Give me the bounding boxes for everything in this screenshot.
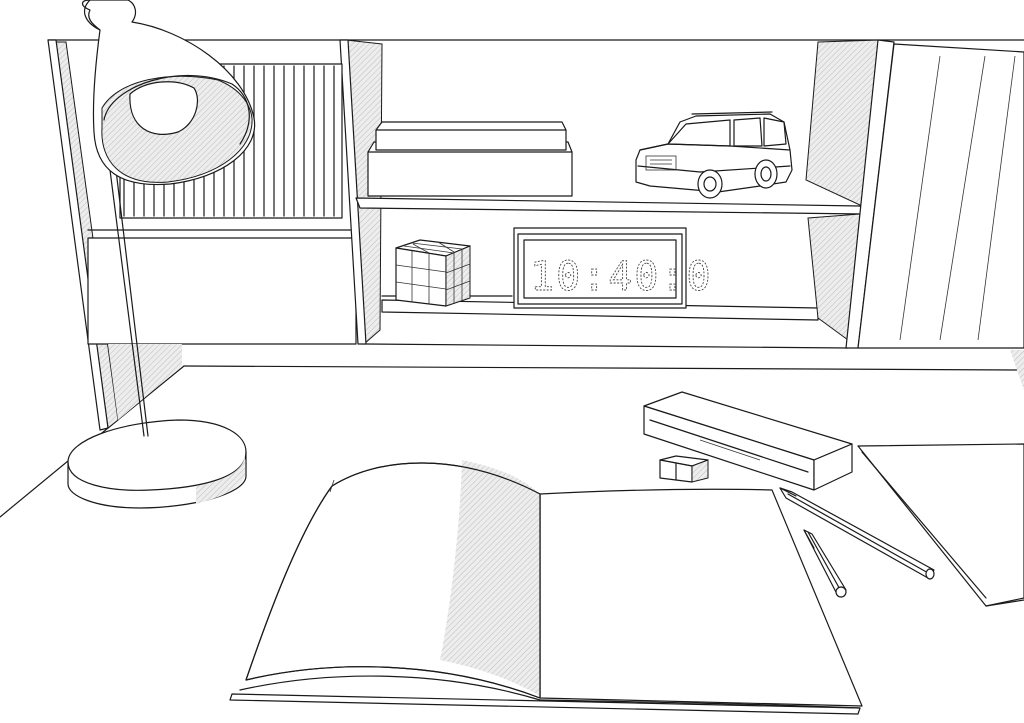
clock-display: 10:40:0 xyxy=(530,254,713,300)
pencil-case xyxy=(643,391,853,491)
stacked-boxes xyxy=(367,121,573,197)
eraser xyxy=(659,455,709,483)
pencil-short xyxy=(803,529,847,598)
digital-clock: 10:40:0 xyxy=(513,227,713,309)
right-cabinet-door xyxy=(857,43,1024,349)
shelf-unit xyxy=(47,39,1024,431)
toy-car xyxy=(635,111,793,199)
open-notebook xyxy=(229,460,863,715)
rubiks-cube xyxy=(395,239,471,307)
sketch-pad xyxy=(857,443,1024,607)
desk-lamp xyxy=(67,0,256,509)
left-drawer-panel xyxy=(87,237,357,345)
pencil-long xyxy=(779,487,935,580)
